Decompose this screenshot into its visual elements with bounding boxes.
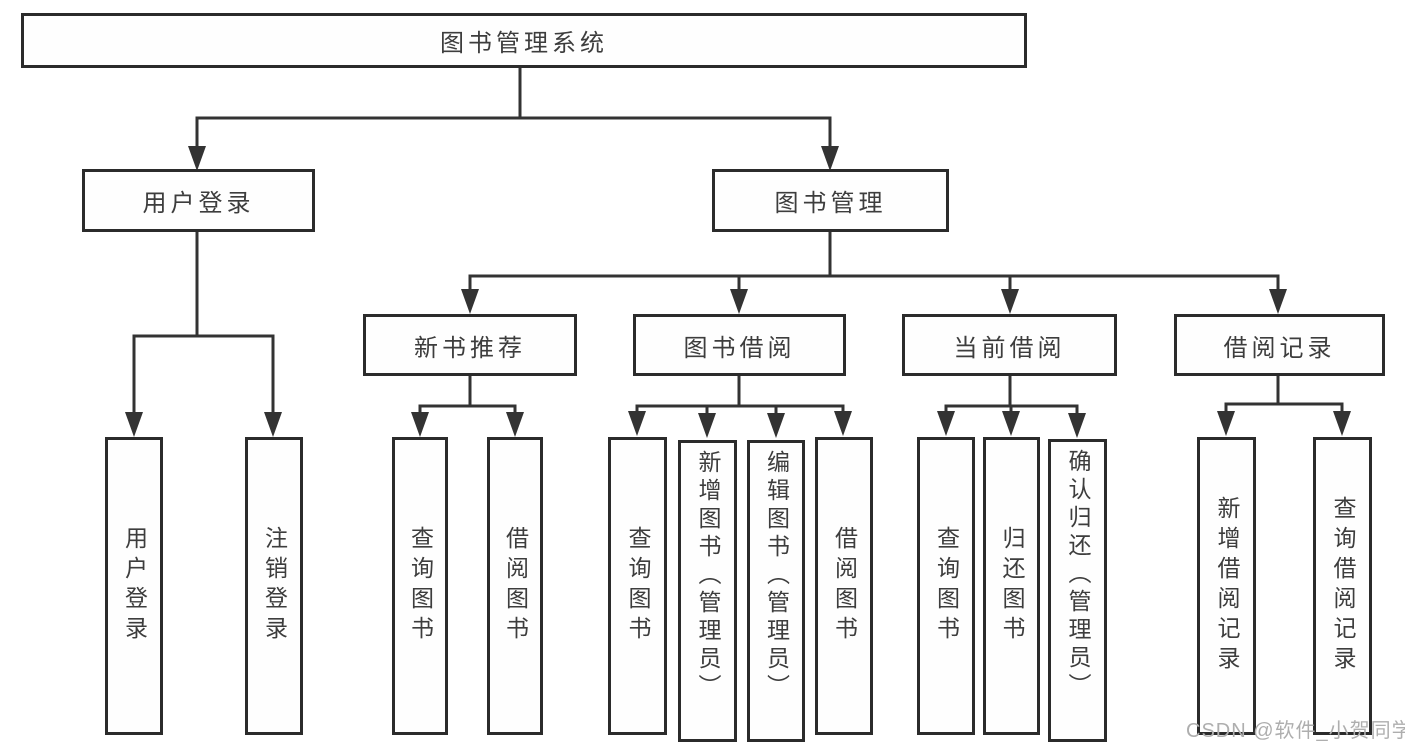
leaf-add-borrow-record: 新增借阅记录	[1197, 437, 1256, 735]
node-root-system: 图书管理系统	[21, 13, 1027, 68]
leaf-edit-book-admin: 编辑图书（管理员）	[747, 440, 805, 742]
node-book-management: 图书管理	[712, 169, 949, 232]
leaf-query-borrow-record-label: 查询借阅记录	[1330, 496, 1356, 676]
leaf-borrow-books-label: 借阅图书	[831, 526, 858, 646]
leaf-confirm-return-admin: 确认归还（管理员）	[1048, 439, 1107, 742]
leaf-query-books-current-label: 查询图书	[933, 526, 960, 646]
leaf-borrow-books-recommend-label: 借阅图书	[502, 526, 529, 646]
leaf-query-books-borrow-label: 查询图书	[625, 526, 651, 646]
node-borrow-records: 借阅记录	[1174, 314, 1385, 376]
leaf-query-books-recommend-label: 查询图书	[407, 526, 434, 646]
leaf-logout-label: 注销登录	[261, 526, 288, 646]
node-borrow-records-label: 借阅记录	[1223, 334, 1336, 362]
node-new-book-recommend: 新书推荐	[363, 314, 577, 376]
leaf-query-books-borrow: 查询图书	[608, 437, 667, 735]
node-new-book-recommend-label: 新书推荐	[414, 334, 526, 362]
node-user-login-label: 用户登录	[142, 190, 255, 217]
leaf-query-books-current: 查询图书	[917, 437, 975, 735]
node-book-management-label: 图书管理	[774, 190, 887, 217]
leaf-borrow-books-recommend: 借阅图书	[487, 437, 543, 735]
node-book-borrow-label: 图书借阅	[683, 334, 796, 362]
leaf-edit-book-admin-label: 编辑图书（管理员）	[763, 450, 790, 702]
leaf-user-login-label: 用户登录	[121, 526, 148, 646]
leaf-return-books: 归还图书	[983, 437, 1040, 735]
leaf-query-borrow-record: 查询借阅记录	[1313, 437, 1372, 735]
node-user-login: 用户登录	[82, 169, 315, 232]
leaf-add-borrow-record-label: 新增借阅记录	[1214, 496, 1240, 676]
leaf-add-book-admin-label: 新增图书（管理员）	[695, 450, 721, 702]
leaf-borrow-books: 借阅图书	[815, 437, 873, 735]
leaf-add-book-admin: 新增图书（管理员）	[678, 440, 737, 742]
node-current-borrow: 当前借阅	[902, 314, 1117, 376]
node-book-borrow: 图书借阅	[633, 314, 846, 376]
leaf-user-login: 用户登录	[105, 437, 163, 735]
leaf-confirm-return-admin-label: 确认归还（管理员）	[1065, 449, 1091, 701]
leaf-logout: 注销登录	[245, 437, 303, 735]
leaf-return-books-label: 归还图书	[999, 526, 1025, 646]
node-root-system-label: 图书管理系统	[440, 30, 608, 57]
node-current-borrow-label: 当前借阅	[953, 334, 1066, 362]
leaf-query-books-recommend: 查询图书	[392, 437, 448, 735]
watermark: CSDN @软件_小贺同学	[1186, 720, 1405, 742]
